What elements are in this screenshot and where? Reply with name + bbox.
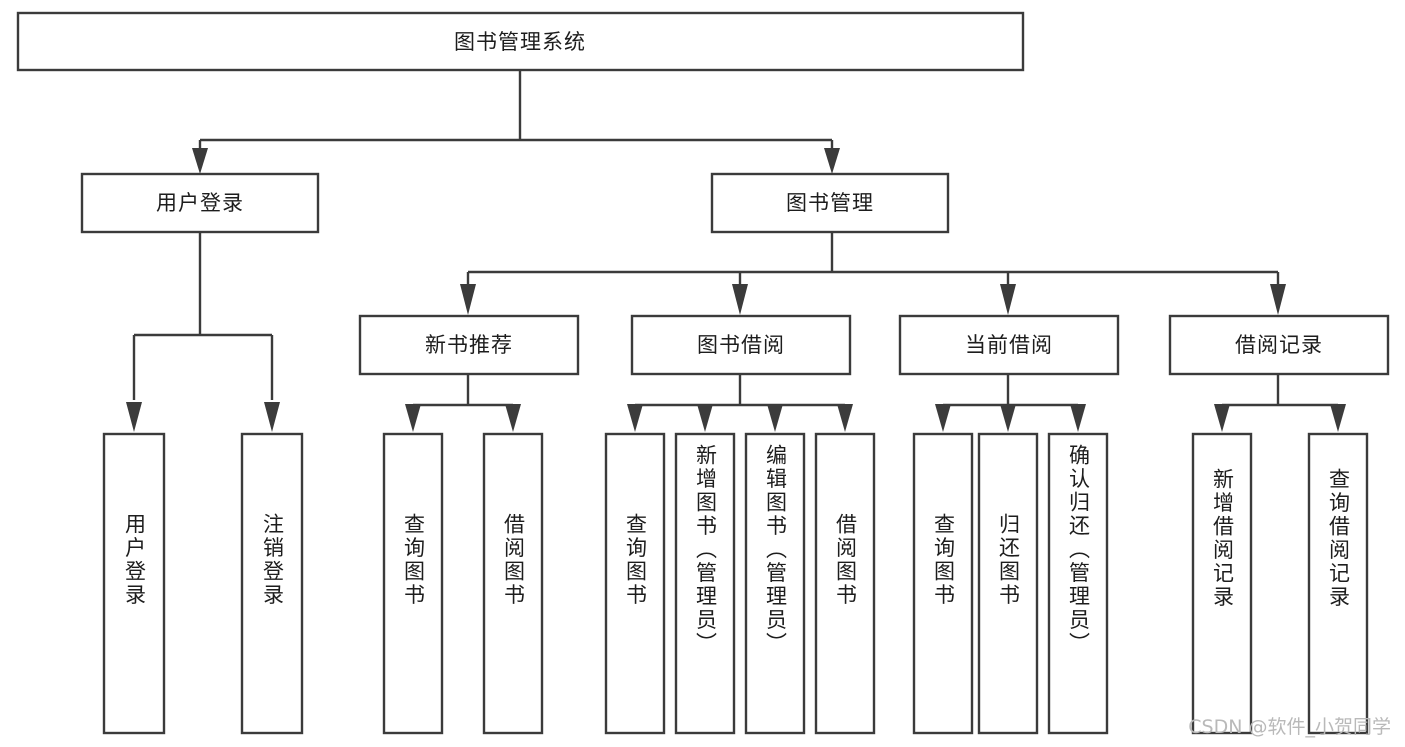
node-book-manage-box[interactable]	[710, 172, 950, 234]
arrow-to-leaf-user-login	[126, 402, 142, 432]
leaf-add-record-box[interactable]	[1191, 432, 1253, 735]
leaf-confirm-return-box[interactable]	[1047, 432, 1109, 735]
arrow-to-leaf-query-book-1	[405, 404, 421, 432]
node-new-book-recommend-box[interactable]	[358, 314, 580, 376]
node-book-borrow-label: 图书借阅	[697, 333, 785, 357]
node-root-label: 图书管理系统	[454, 30, 586, 54]
leaf-borrow-book-1-box[interactable]	[482, 432, 544, 735]
arrow-to-current-borrow	[1000, 284, 1016, 315]
connector-group	[126, 70, 1346, 432]
arrow-to-leaf-query-book-3	[935, 404, 951, 432]
leaf-borrow-book-2-box[interactable]	[814, 432, 876, 735]
node-root-box[interactable]	[16, 11, 1025, 72]
node-book-borrow[interactable]: 图书借阅	[630, 314, 852, 376]
arrow-to-leaf-user-logout	[264, 402, 280, 432]
arrow-to-leaf-edit-book	[767, 404, 783, 432]
node-user-login-label: 用户登录	[156, 191, 244, 215]
node-borrow-record-label: 借阅记录	[1235, 333, 1323, 357]
node-user-login[interactable]: 用户登录	[80, 172, 320, 234]
arrow-to-leaf-return-book	[1000, 404, 1016, 432]
arrow-to-leaf-query-record	[1330, 404, 1346, 432]
connector-bookborrow-stem	[633, 374, 847, 412]
node-book-manage-label: 图书管理	[786, 191, 874, 215]
arrow-to-leaf-borrow-book-2	[837, 404, 853, 432]
arrow-to-leaf-borrow-book-1	[505, 404, 521, 432]
node-current-borrow[interactable]: 当前借阅	[898, 314, 1120, 376]
leaf-query-book-1-box[interactable]	[382, 432, 444, 735]
leaf-add-book-box[interactable]	[674, 432, 736, 735]
leaf-edit-book-box[interactable]	[744, 432, 806, 735]
node-new-book-recommend-label: 新书推荐	[425, 333, 513, 357]
leaf-user-login-box[interactable]	[102, 432, 166, 735]
arrow-to-leaf-query-book-2	[627, 404, 643, 432]
node-new-book-recommend[interactable]: 新书推荐	[358, 314, 580, 376]
connector-newbook-stem	[411, 374, 515, 412]
node-root[interactable]: 图书管理系统	[16, 11, 1025, 72]
arrow-to-leaf-add-record	[1214, 404, 1230, 432]
leaf-query-book-2-box[interactable]	[604, 432, 666, 735]
node-borrow-record-box[interactable]	[1168, 314, 1390, 376]
leaf-box-group	[102, 432, 1369, 735]
node-borrow-record[interactable]: 借阅记录	[1168, 314, 1390, 376]
arrow-to-borrow-record	[1270, 284, 1286, 315]
connector-bookmanage-stem	[466, 232, 1280, 286]
arrow-to-leaf-confirm-return	[1070, 404, 1086, 432]
csdn-watermark: CSDN @软件_小贺同学	[1188, 716, 1391, 738]
connector-borrowrecord-stem	[1220, 374, 1340, 412]
leaf-query-book-3-box[interactable]	[912, 432, 974, 735]
node-user-login-box[interactable]	[80, 172, 320, 234]
arrow-to-new-book-recommend	[460, 284, 476, 315]
node-current-borrow-box[interactable]	[898, 314, 1120, 376]
arrow-to-book-borrow	[732, 284, 748, 315]
leaf-user-logout-box[interactable]	[240, 432, 304, 735]
leaf-return-book-box[interactable]	[977, 432, 1039, 735]
arrow-to-user-login	[192, 148, 208, 174]
arrow-to-leaf-add-book	[697, 404, 713, 432]
arrow-to-book-manage	[824, 148, 840, 174]
node-book-borrow-box[interactable]	[630, 314, 852, 376]
leaf-query-record-box[interactable]	[1307, 432, 1369, 735]
connector-userlogin-stem	[132, 232, 274, 400]
connector-root-to-level2	[198, 70, 834, 160]
node-book-manage[interactable]: 图书管理	[710, 172, 950, 234]
node-current-borrow-label: 当前借阅	[965, 333, 1053, 357]
